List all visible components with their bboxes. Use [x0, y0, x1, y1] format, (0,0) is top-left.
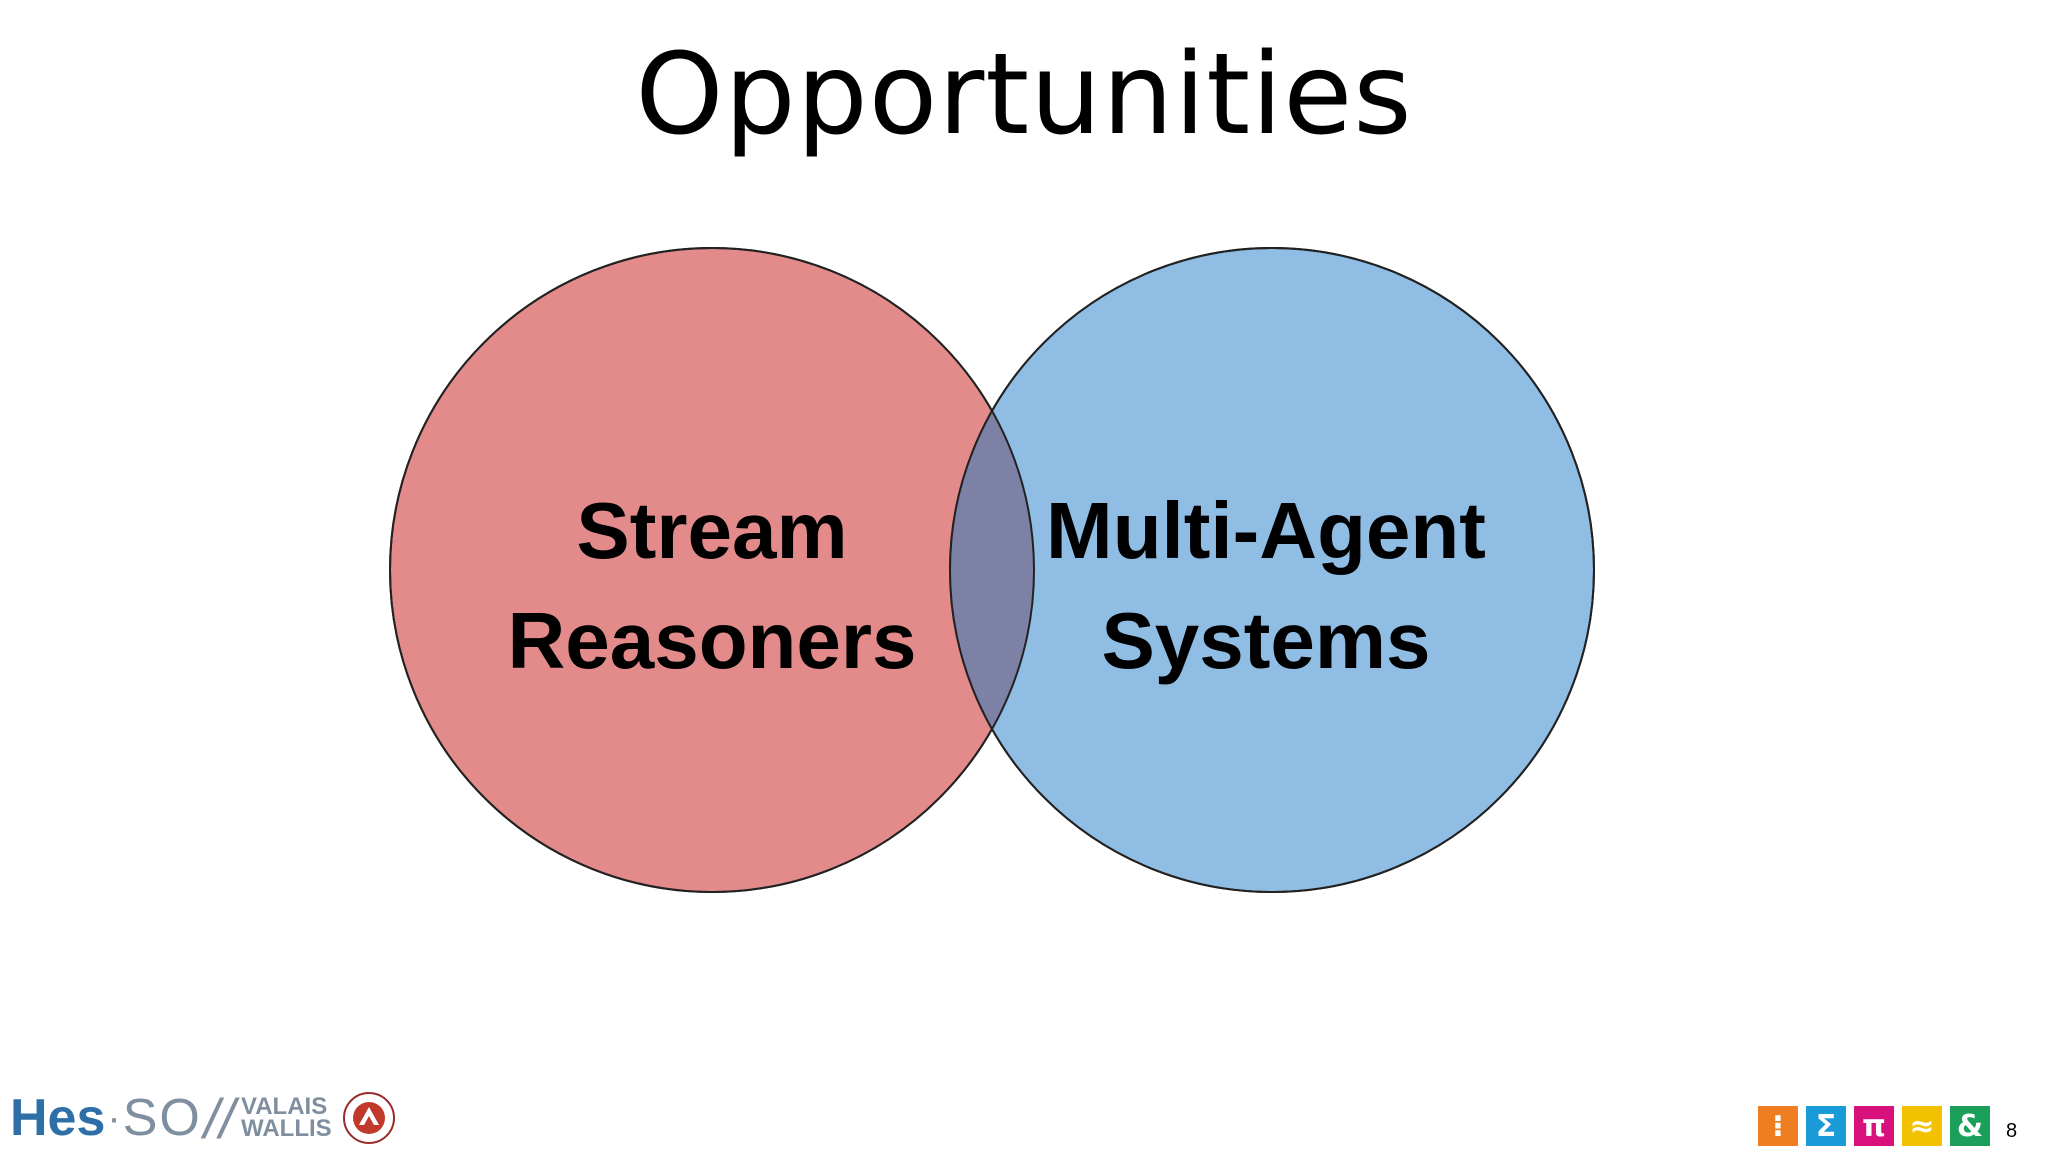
tile-approx-icon: ≈	[1902, 1106, 1942, 1146]
logo-so-text: SO	[122, 1089, 202, 1147]
tile-dots-icon: ⁝	[1758, 1106, 1798, 1146]
wallis-line: WALLIS	[241, 1115, 332, 1142]
valais-line: VALAIS	[241, 1093, 328, 1120]
logo-slashes: //	[203, 1086, 235, 1150]
tile-sigma-icon: Σ	[1806, 1106, 1846, 1146]
valais-excellence-seal-icon	[342, 1092, 395, 1144]
logo-hes-text: Hes	[10, 1089, 106, 1147]
hes-so-logo: Hes · SO // VALAIS WALLIS	[10, 1086, 396, 1150]
footer-symbol-tiles: ⁝ Σ π ≈ &	[1758, 1106, 1990, 1146]
tile-ampersand-icon: &	[1950, 1106, 1990, 1146]
valais-wallis-text: VALAIS WALLIS	[241, 1093, 332, 1142]
page-number: 8	[2006, 1120, 2018, 1142]
venn-left-label-line1: Stream	[576, 486, 847, 575]
venn-right-label-line2: Systems	[1101, 596, 1430, 685]
venn-right-label-line1: Multi-Agent	[1046, 486, 1486, 575]
venn-left-label-line2: Reasoners	[507, 596, 916, 685]
tile-pi-icon: π	[1854, 1106, 1894, 1146]
slide-title: Opportunities	[635, 30, 1413, 160]
logo-dot: ·	[107, 1095, 121, 1140]
